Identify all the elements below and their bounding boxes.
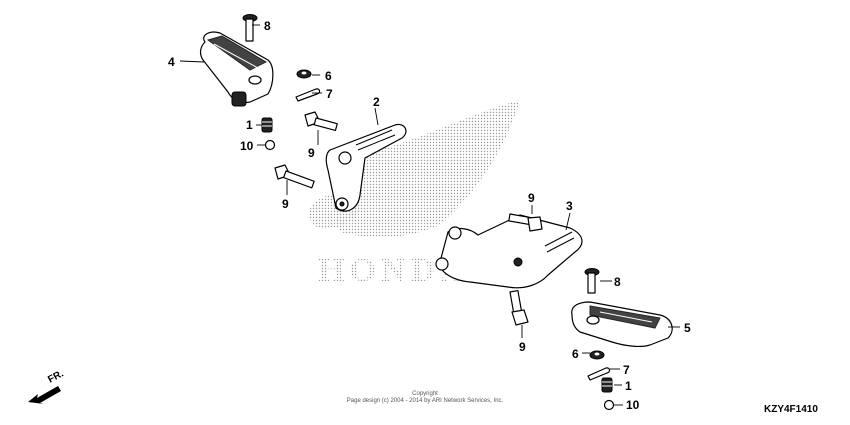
callout-9-upper-left: 9 (308, 146, 315, 160)
ball-top (264, 139, 276, 151)
bolt-lower-right (509, 290, 529, 326)
callout-6-top: 6 (325, 69, 332, 83)
callout-8-right: 8 (614, 275, 621, 289)
copyright-notice: Page design (c) 2004 - 2014 by ARI Netwo… (346, 398, 504, 404)
diagram-code: KZY4F1410 (764, 404, 818, 415)
washer-top (296, 69, 312, 79)
callout-6-right: 6 (572, 347, 579, 361)
callout-9-lower-left: 9 (282, 197, 289, 211)
callout-7-top: 7 (326, 87, 333, 101)
front-direction-arrow-icon (28, 386, 61, 404)
bolt-upper-left (304, 111, 338, 132)
callout-labels: 4 8 6 7 1 10 2 9 9 9 3 8 5 9 6 7 1 10 (168, 19, 691, 412)
callout-7-right: 7 (623, 363, 630, 377)
leader-lines (179, 24, 680, 406)
bracket-left (325, 123, 407, 212)
cotter-pin-top (295, 88, 321, 102)
footpeg-left (199, 31, 274, 107)
callout-2: 2 (373, 95, 380, 109)
callout-5: 5 (684, 321, 691, 335)
copyright-title: Copyright (412, 391, 438, 397)
clevis-pin-right (584, 268, 600, 294)
spring-right (601, 377, 613, 393)
callout-4: 4 (168, 55, 175, 69)
cotter-pin-right (587, 367, 611, 381)
front-direction-label: FR. (46, 368, 66, 385)
clevis-pin-top (242, 14, 258, 42)
front-direction-indicator: FR. (28, 368, 66, 404)
callout-9-upper-right: 9 (528, 191, 535, 205)
ball-right (603, 399, 615, 411)
callout-9-lower-right: 9 (519, 340, 526, 354)
callout-1-top: 1 (246, 118, 253, 132)
callout-8-top: 8 (264, 19, 271, 33)
washer-right (589, 350, 605, 360)
callout-3: 3 (566, 199, 573, 213)
bolt-upper-right (508, 213, 543, 232)
bolt-lower-left (274, 164, 315, 189)
callout-1-right: 1 (625, 379, 632, 393)
spring-top (261, 117, 273, 133)
callout-10-top: 10 (240, 139, 254, 153)
callout-10-right: 10 (626, 398, 640, 412)
footpeg-right (571, 301, 673, 348)
bracket-right (435, 214, 583, 289)
